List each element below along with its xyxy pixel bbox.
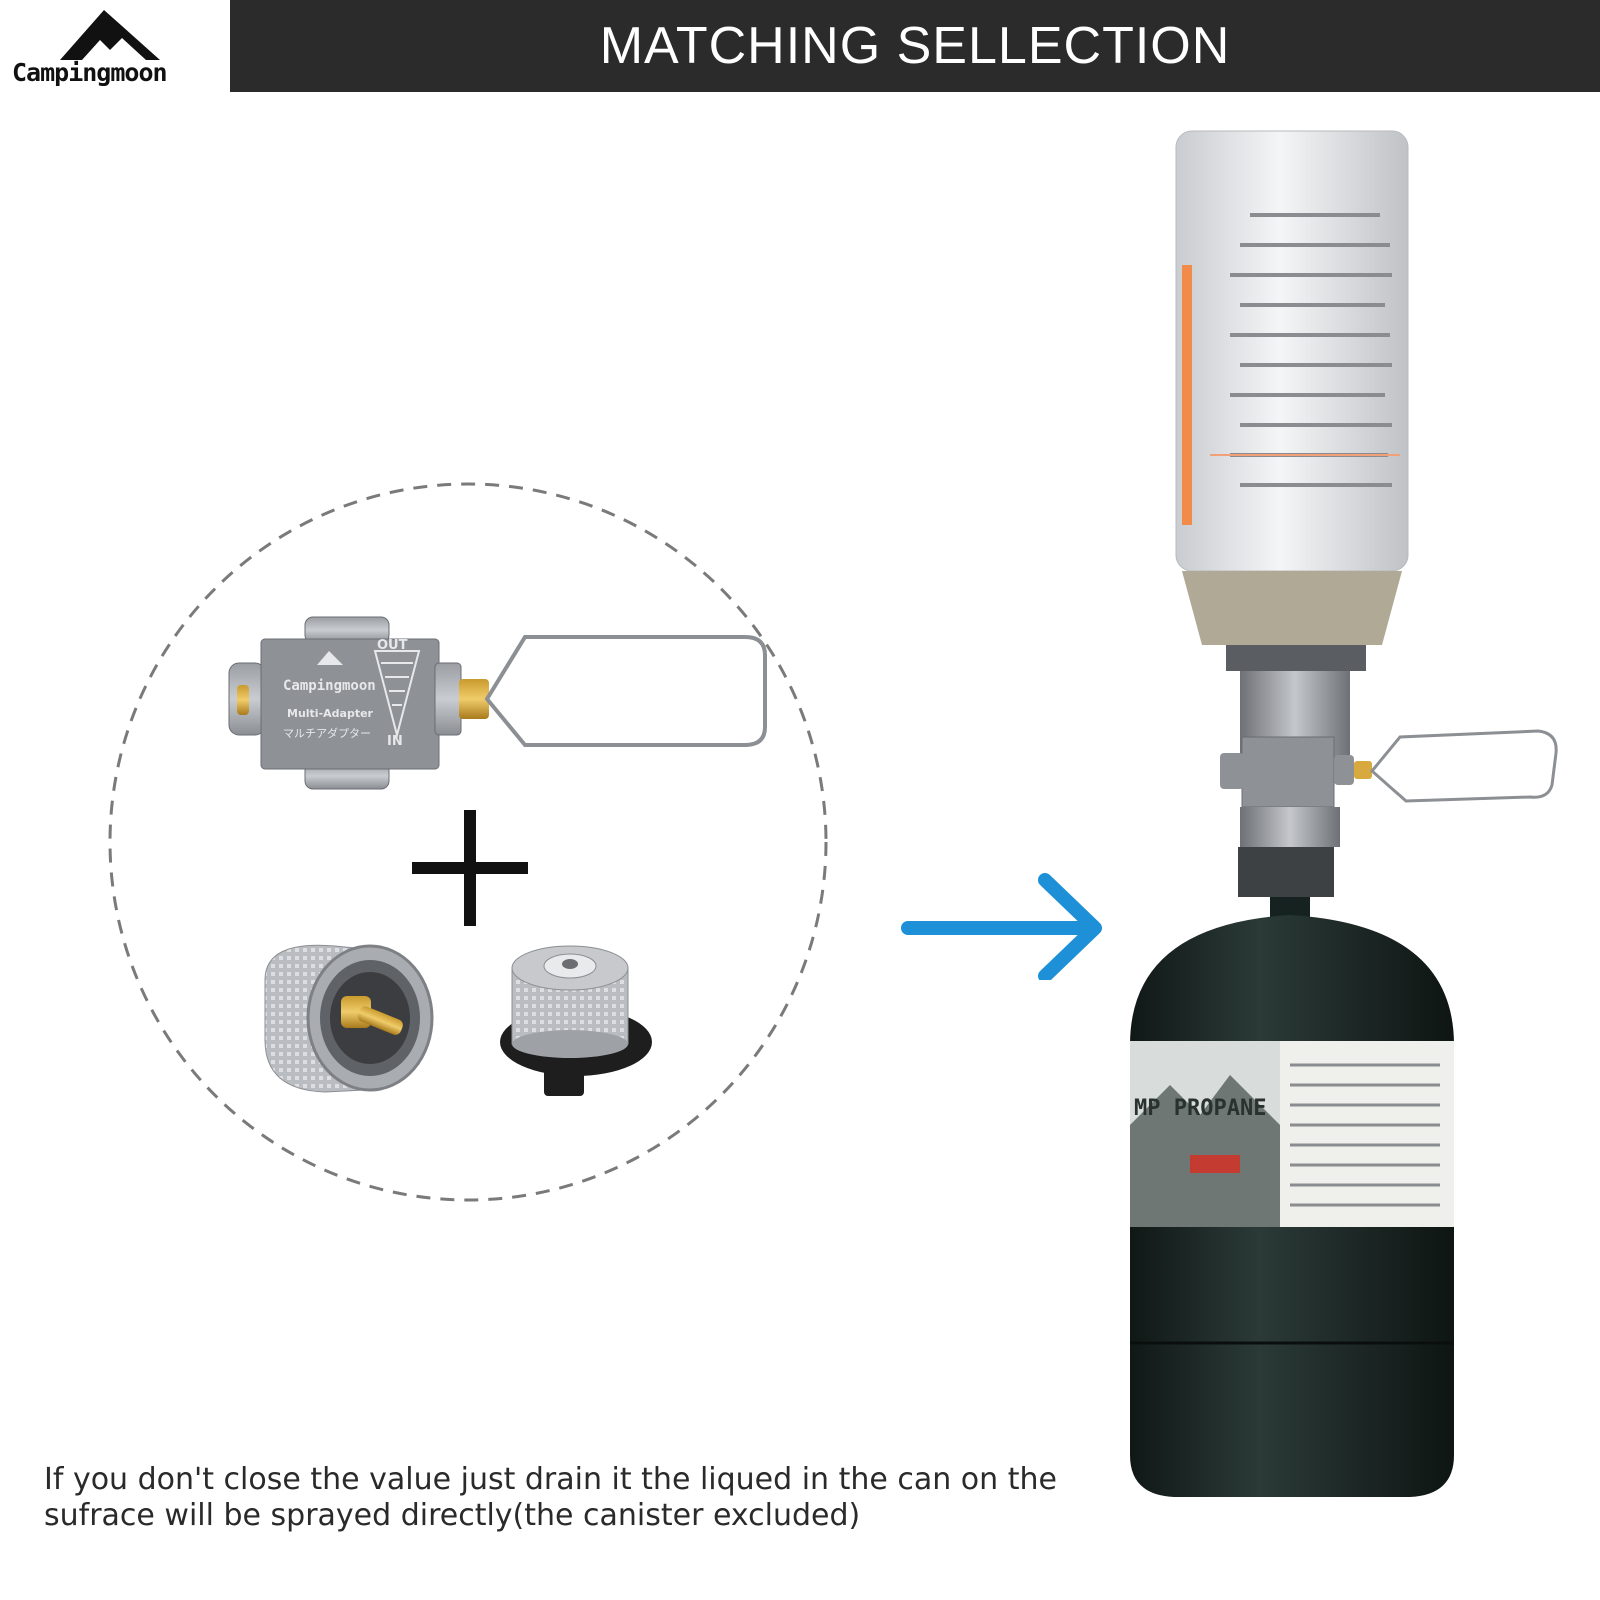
adapter-model-label: Multi-Adapter (287, 707, 374, 720)
screw-adapter-image (500, 945, 652, 1096)
disclaimer-caption: If you don't close the value just drain … (44, 1462, 1124, 1534)
adapter-brand-label: Campingmoon (283, 678, 376, 694)
brand-logo-mountain-icon (60, 10, 160, 60)
plus-icon (412, 810, 528, 926)
adapter-out-label: OUT (377, 638, 408, 653)
components-circle (108, 482, 828, 1202)
multi-adapter-image: Campingmoon Multi-Adapter マルチアダプター OUT I… (228, 616, 767, 790)
header-bar: MATCHING SELLECTION (230, 0, 1600, 92)
caption-line-2: sufrace will be sprayed directly(the can… (44, 1498, 861, 1533)
propane-adapter-image (264, 944, 434, 1093)
adapter-in-label: IN (387, 734, 403, 749)
propane-label: MP PROPANE (1134, 1096, 1266, 1121)
page-title: MATCHING SELLECTION (599, 17, 1231, 75)
caption-line-1: If you don't close the value just drain … (44, 1462, 1057, 1497)
arrow-right-icon (901, 873, 1102, 980)
adapter-japanese-label: マルチアダプター (283, 726, 371, 740)
assembled-setup-image: MP PROPANE (1130, 130, 1558, 1497)
brand-name: Campingmoon (12, 58, 168, 87)
